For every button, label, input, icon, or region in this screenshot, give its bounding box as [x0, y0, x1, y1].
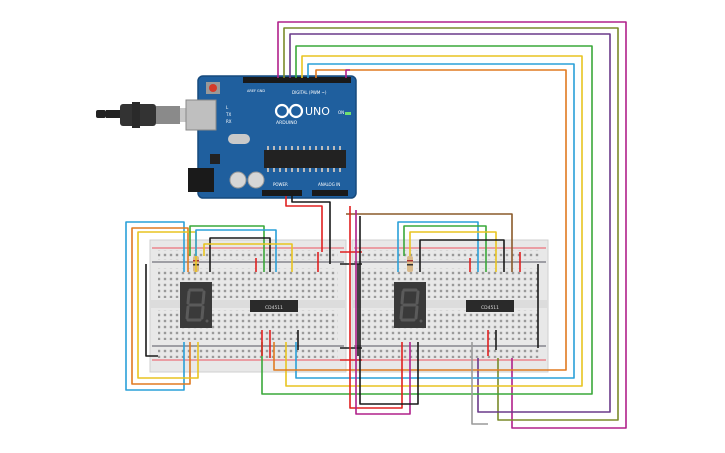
analog-label: ANALOG IN: [318, 182, 340, 187]
power-header[interactable]: [262, 190, 302, 196]
wire-orange-left: [131, 227, 191, 385]
led-tx-label: TX: [225, 112, 231, 117]
seven-segment-display-right: [394, 282, 426, 328]
wire-blue-left-2: [195, 229, 277, 272]
wire-magenta-outer: [277, 21, 627, 429]
aref-label: AREF: [247, 89, 256, 93]
arduino-logo: [274, 103, 304, 119]
wire-black-rail-left: [145, 264, 158, 357]
decoder-chip-right: CD4511: [466, 300, 514, 312]
digital-label: DIGITAL (PWM ~): [292, 90, 327, 95]
breadboard-left: [149, 239, 347, 373]
wires: [125, 21, 627, 429]
wire-yellow-right: [409, 231, 497, 272]
wire-blue-top: [295, 63, 575, 379]
resistor-right: [407, 256, 413, 272]
seven-segment-display-left: [180, 282, 212, 328]
wire-olive: [283, 27, 619, 421]
wire-yellow-left-2: [203, 243, 293, 272]
wire-blue-right: [397, 221, 479, 272]
wire-red-right: [349, 206, 403, 409]
breadboard-right: [351, 239, 549, 373]
wire-brown-right: [346, 213, 513, 272]
model-label: UNO: [305, 105, 330, 118]
wire-black-left: [209, 237, 271, 272]
wire-magenta-short: [345, 69, 350, 78]
chip-label-right: CD4511: [481, 305, 499, 311]
wire-grey-bottom: [471, 342, 488, 425]
usb-cable: [96, 102, 200, 128]
led-on-label: ON: [338, 110, 344, 115]
decoder-chip-left: CD4511: [250, 300, 298, 312]
wire-magenta-right: [355, 210, 411, 415]
wire-green-left: [189, 225, 265, 272]
chip-label-left: CD4511: [265, 305, 283, 311]
power-label: POWER: [273, 182, 288, 187]
analog-header[interactable]: [312, 190, 348, 196]
wire-green-top: [261, 45, 593, 395]
wire-red-5v: [285, 196, 323, 252]
digital-header[interactable]: [243, 77, 351, 83]
brand-label: ARDUINO: [276, 120, 298, 126]
wire-black-gnd: [291, 196, 331, 264]
wire-black-right: [419, 239, 505, 272]
atmega-chip: [264, 150, 346, 168]
arduino-uno-board: UNO ARDUINO DIGITAL (PWM ~) POWER ANALOG…: [185, 75, 357, 199]
wire-orange-top: [273, 69, 567, 371]
wire-purple: [289, 33, 611, 413]
wire-black-right-loop: [359, 216, 419, 405]
wire-yellow-top: [285, 55, 583, 387]
gnd-label: GND: [257, 89, 265, 93]
led-l-label: L: [226, 105, 229, 110]
wire-green-right: [403, 225, 487, 272]
wire-blue-left: [125, 221, 185, 391]
led-rx-label: RX: [226, 119, 232, 124]
